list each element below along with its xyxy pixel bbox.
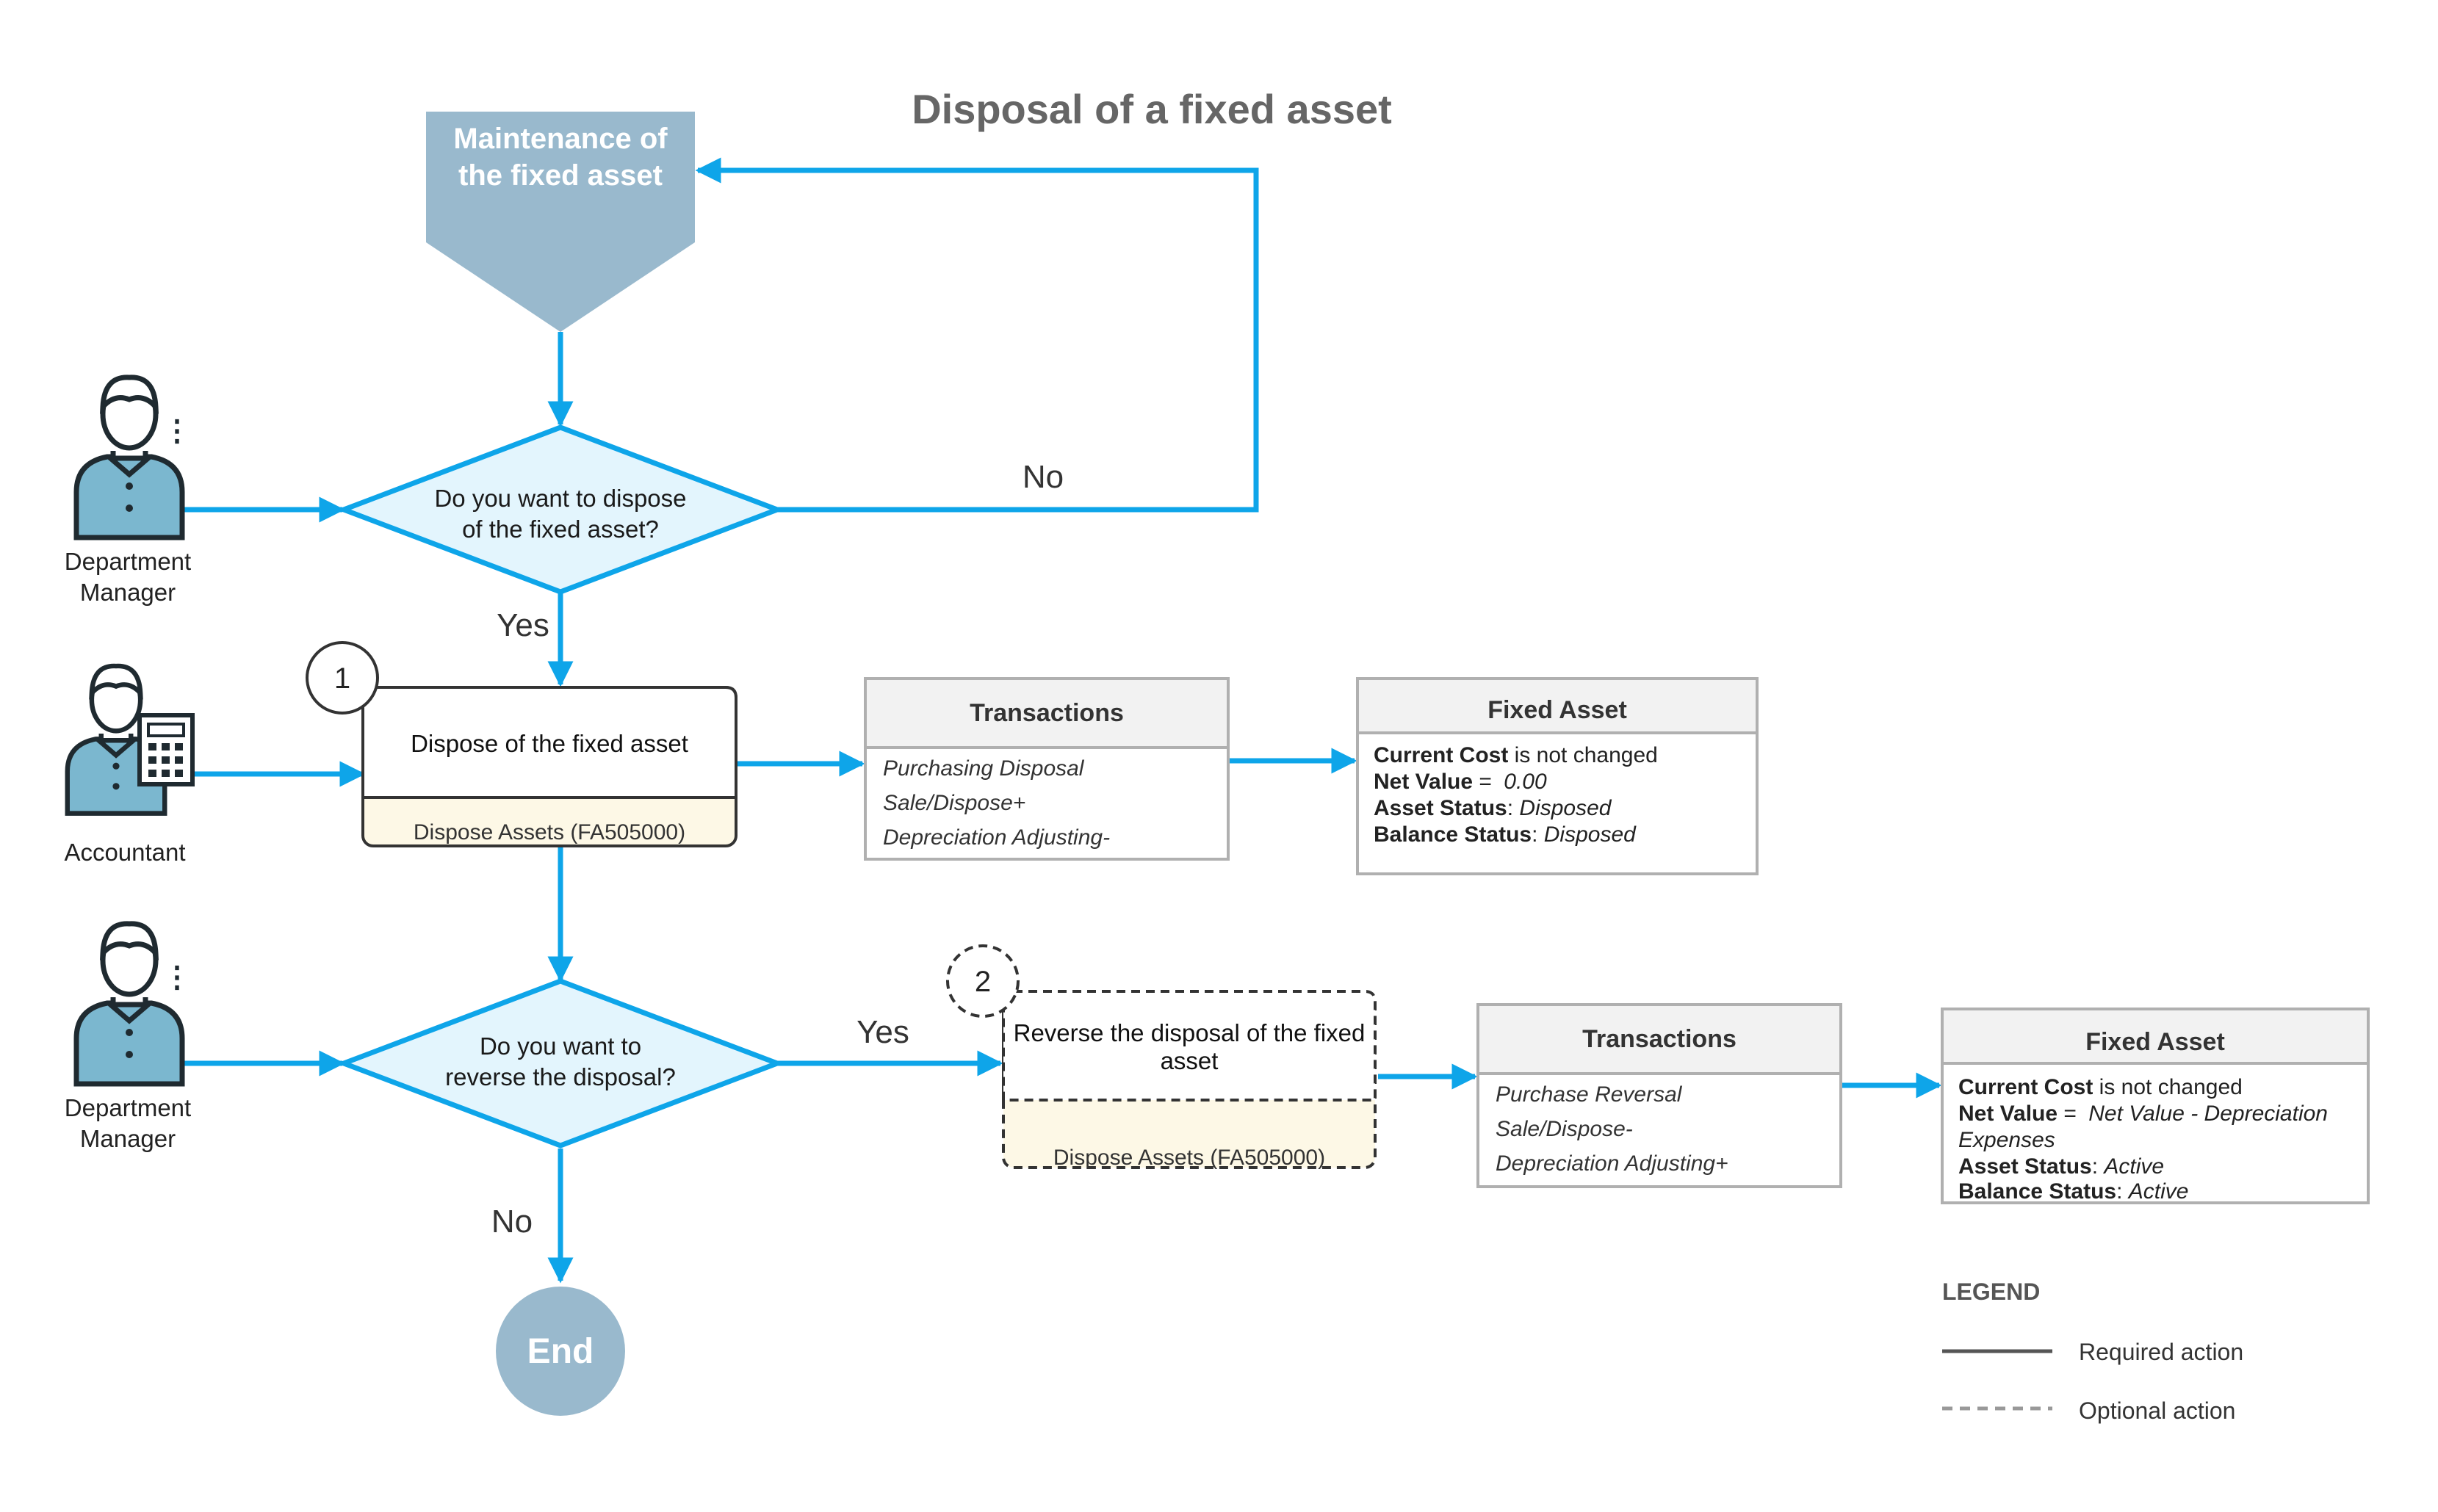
- transactions-box-1: Transactions Purchasing Disposal Sale/Di…: [864, 677, 1230, 861]
- transaction-row: Purchase Reversal: [1496, 1082, 1683, 1107]
- start-node: Maintenance of the fixed asset: [426, 112, 695, 332]
- role-label-line2: Manager: [80, 579, 176, 606]
- more-options-icon: ⋮: [162, 415, 192, 447]
- role-label: Accountant: [64, 839, 185, 866]
- start-node-line1: Maintenance of: [453, 123, 668, 155]
- step-2-action-line2: asset: [1161, 1047, 1219, 1074]
- transaction-row: Depreciation Adjusting-: [883, 825, 1110, 850]
- edge-label-yes-1: Yes: [497, 607, 549, 643]
- step-number: 2: [975, 966, 991, 998]
- decision-dispose: Do you want to dispose of the fixed asse…: [336, 424, 785, 595]
- end-node: End: [496, 1287, 625, 1416]
- decision-dispose-line2: of the fixed asset?: [462, 516, 659, 543]
- step-number-badge: [946, 944, 1020, 1018]
- person-icon: [76, 377, 182, 538]
- balance-status-line: Balance Status: Disposed: [1374, 822, 1637, 847]
- asset-status-line: Asset Status: Active: [1958, 1154, 2164, 1179]
- balance-status-line: Balance Status: Active: [1958, 1179, 2188, 1204]
- legend-optional-label: Optional action: [2079, 1397, 2235, 1424]
- transactions-box-2: Transactions Purchase Reversal Sale/Disp…: [1476, 1003, 1842, 1188]
- legend-title: LEGEND: [1942, 1278, 2040, 1305]
- transactions-header: Transactions: [970, 699, 1124, 727]
- fixed-asset-header: Fixed Asset: [1487, 696, 1627, 724]
- transaction-row: Depreciation Adjusting+: [1496, 1151, 1728, 1176]
- decision-dispose-line1: Do you want to dispose: [434, 485, 686, 512]
- diagram-title: Disposal of a fixed asset: [912, 86, 1392, 132]
- asset-status-line: Asset Status: Disposed: [1374, 796, 1612, 820]
- calculator-icon: [137, 713, 195, 786]
- edge-label-yes-2: Yes: [856, 1014, 909, 1050]
- fixed-asset-box-1: Fixed Asset Current Cost is not changed …: [1356, 677, 1759, 875]
- edge-label-no-2: No: [491, 1204, 533, 1240]
- accountant: Accountant: [64, 666, 195, 866]
- role-label-line2: Manager: [80, 1125, 176, 1152]
- transactions-header: Transactions: [1582, 1025, 1736, 1053]
- end-label: End: [527, 1332, 594, 1371]
- arrow-no-loop: [695, 157, 1259, 513]
- net-value-line-continued: Expenses: [1958, 1128, 2055, 1152]
- step-1-action: Dispose of the fixed asset: [411, 730, 688, 757]
- legend-required-label: Required action: [2079, 1339, 2243, 1365]
- step-2-form: Dispose Assets (FA505000): [1053, 1146, 1325, 1170]
- more-options-icon: ⋮: [162, 961, 192, 994]
- step-2-action-line1: Reverse the disposal of the fixed: [1014, 1019, 1366, 1046]
- decision-reverse-line1: Do you want to: [480, 1032, 641, 1060]
- current-cost-line: Current Cost is not changed: [1374, 743, 1658, 767]
- step-1: Dispose of the fixed asset Dispose Asset…: [306, 641, 737, 847]
- role-label-line1: Department: [65, 1094, 191, 1121]
- department-manager-1: ⋮ Department Manager: [65, 377, 192, 606]
- edge-label-no-1: No: [1023, 459, 1064, 495]
- fixed-asset-box-2: Fixed Asset Current Cost is not changed …: [1941, 1008, 2370, 1204]
- step-number: 1: [334, 662, 350, 695]
- transaction-row: Sale/Dispose+: [883, 791, 1025, 815]
- decision-reverse: Do you want to reverse the disposal?: [336, 978, 785, 1149]
- role-label-line1: Department: [65, 548, 191, 575]
- net-value-line: Net Value = Net Value - Depreciation: [1958, 1102, 2328, 1126]
- current-cost-line: Current Cost is not changed: [1958, 1075, 2243, 1099]
- transaction-row: Sale/Dispose-: [1496, 1117, 1633, 1141]
- connectors: [176, 157, 1942, 1284]
- transaction-row: Purchasing Disposal: [883, 756, 1085, 781]
- net-value-line: Net Value = 0.00: [1374, 770, 1547, 794]
- legend: LEGEND Required action Optional action: [1942, 1278, 2243, 1424]
- department-manager-2: ⋮ Department Manager: [65, 924, 192, 1152]
- decision-reverse-line2: reverse the disposal?: [445, 1063, 676, 1090]
- step-number-badge: [306, 641, 379, 715]
- person-icon: [76, 924, 182, 1084]
- step-2: Reverse the disposal of the fixed asset …: [946, 944, 1377, 1170]
- step-1-form: Dispose Assets (FA505000): [414, 820, 685, 844]
- start-node-line2: the fixed asset: [458, 159, 663, 192]
- fixed-asset-header: Fixed Asset: [2085, 1028, 2225, 1056]
